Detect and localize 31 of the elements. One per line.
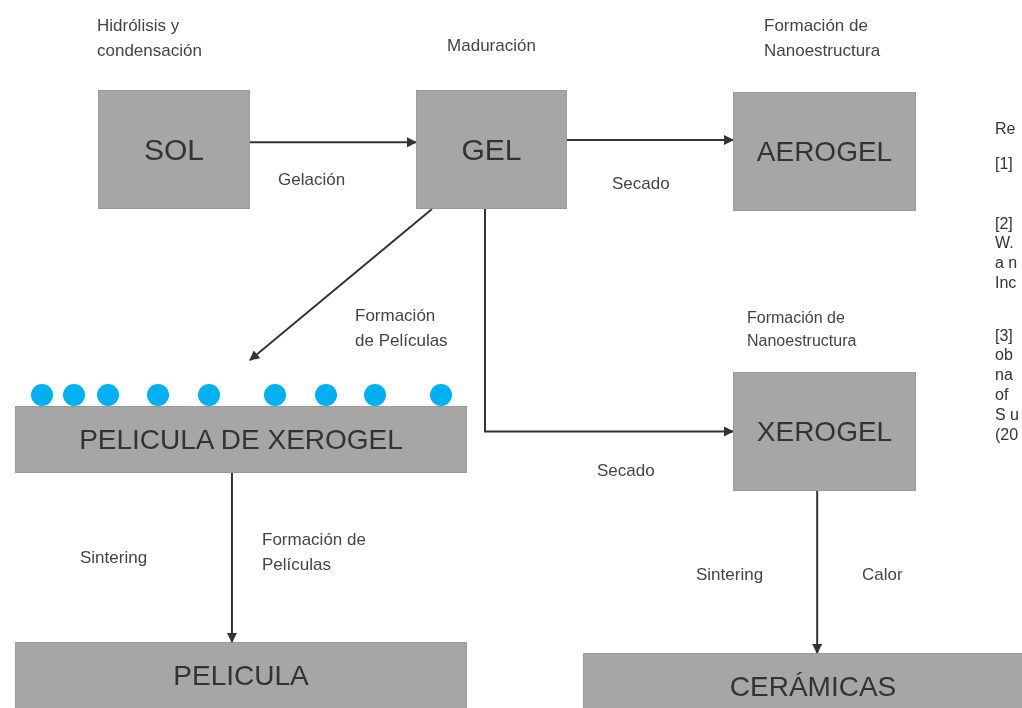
reference-fragment: [1] xyxy=(995,154,1013,174)
process-box: SOL xyxy=(98,90,250,209)
arrow xyxy=(226,472,237,643)
step-heading: Hidrólisis y condensación xyxy=(97,15,203,62)
arrow xyxy=(566,135,734,145)
process-note: Sintering xyxy=(80,547,148,569)
reference-fragment: S u xyxy=(995,405,1019,425)
reference-fragment: a n xyxy=(995,253,1018,273)
arrow xyxy=(484,208,734,437)
arrow xyxy=(812,490,823,654)
process-box: CERÁMICAS xyxy=(583,653,1022,708)
reference-fragment: [2] xyxy=(995,214,1013,234)
process-box: GEL xyxy=(416,90,567,209)
reference-fragment: [3] xyxy=(995,326,1013,346)
process-box: PELICULA xyxy=(15,642,467,708)
process-note: Sintering xyxy=(696,564,764,586)
step-heading: Formación de Nanoestructura xyxy=(764,15,882,62)
process-box: AEROGEL xyxy=(733,92,916,211)
reference-fragment: na xyxy=(995,365,1013,385)
reference-fragment: W. xyxy=(995,233,1014,253)
process-box: PELICULA DE XEROGEL xyxy=(15,406,467,473)
reference-fragment: ob xyxy=(995,345,1013,365)
step-heading: Maduración xyxy=(446,35,537,57)
step-heading: Formación de Nanoestructura xyxy=(747,308,858,352)
process-box: XEROGEL xyxy=(733,372,916,491)
arrow xyxy=(249,137,417,148)
reference-fragment: of xyxy=(995,385,1009,405)
reference-fragment: Re xyxy=(995,119,1016,139)
arrow xyxy=(249,208,433,361)
reference-fragment: (20 xyxy=(995,425,1019,445)
reference-fragment: Inc xyxy=(995,273,1017,293)
